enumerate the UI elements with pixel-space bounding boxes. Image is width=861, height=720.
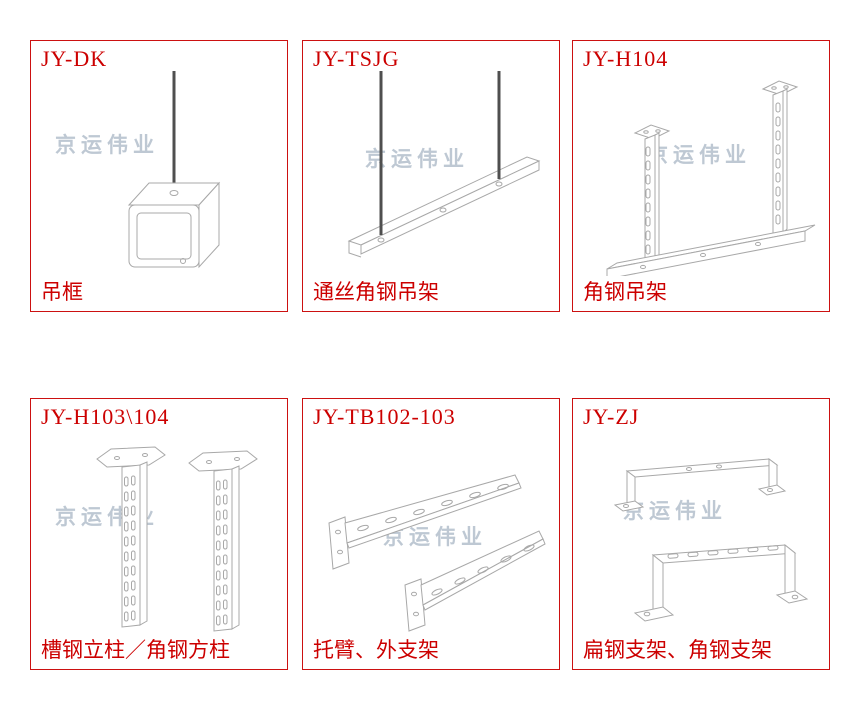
product-name: 扁钢支架、角钢支架 bbox=[583, 638, 772, 662]
drawing-hanging-frame bbox=[127, 71, 221, 269]
product-name: 槽钢立柱／角钢方柱 bbox=[41, 638, 230, 662]
product-panel-jy-h103-104: JY-H103\104 京运伟业 bbox=[30, 398, 288, 670]
product-name: 通丝角钢吊架 bbox=[313, 280, 439, 304]
product-code: JY-H104 bbox=[583, 46, 669, 71]
product-code: JY-DK bbox=[41, 46, 108, 71]
product-code: JY-ZJ bbox=[583, 404, 640, 429]
product-name: 角钢吊架 bbox=[583, 280, 667, 304]
drawing-channel-columns bbox=[96, 446, 258, 632]
drawing-flat-angle-brackets bbox=[613, 458, 809, 622]
product-name: 吊框 bbox=[41, 280, 83, 304]
product-panel-jy-tb102-103: JY-TB102-103 京运伟业 bbox=[302, 398, 560, 670]
product-panel-jy-tsjg: JY-TSJG 京运伟业 通丝角钢吊架 bbox=[302, 40, 560, 312]
drawing-cantilever-arms bbox=[328, 474, 546, 632]
product-panel-jy-dk: JY-DK 京运伟业 吊框 bbox=[30, 40, 288, 312]
product-panel-jy-zj: JY-ZJ 京运伟业 bbox=[572, 398, 830, 670]
drawing-threaded-rod-angle-hanger bbox=[347, 71, 541, 258]
drawing-angle-steel-hanger bbox=[606, 80, 816, 276]
product-name: 托臂、外支架 bbox=[313, 638, 439, 662]
product-code: JY-H103\104 bbox=[41, 404, 170, 429]
product-code: JY-TB102-103 bbox=[313, 404, 456, 429]
product-panel-jy-h104: JY-H104 京运伟业 bbox=[572, 40, 830, 312]
product-code: JY-TSJG bbox=[313, 46, 400, 71]
